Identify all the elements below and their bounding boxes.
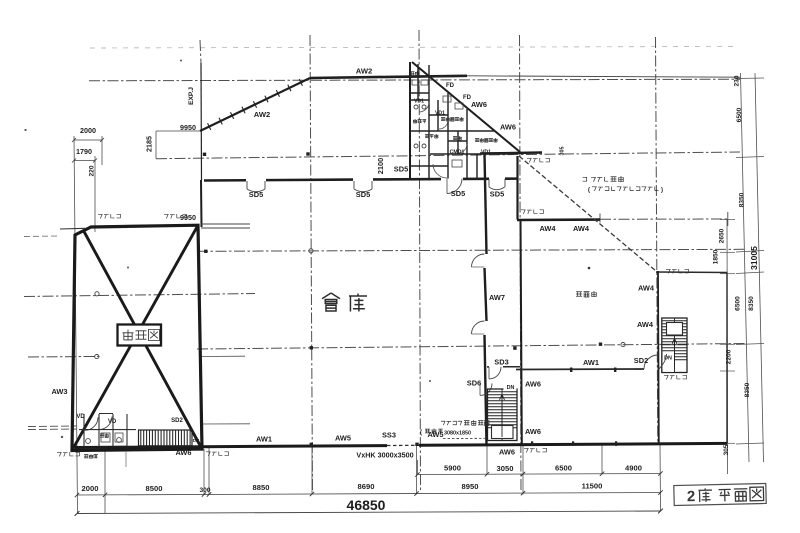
svg-text:230: 230 [734, 75, 741, 86]
svg-text:6500: 6500 [735, 296, 742, 311]
svg-text:SD5: SD5 [249, 190, 263, 199]
svg-text:2000: 2000 [80, 126, 96, 135]
svg-text:1850: 1850 [713, 249, 720, 264]
svg-text:2000: 2000 [82, 484, 99, 493]
svg-text:2200: 2200 [726, 349, 733, 364]
svg-text:AW1: AW1 [583, 358, 599, 367]
svg-text:DN: DN [664, 356, 672, 362]
svg-text:3050: 3050 [497, 464, 514, 473]
svg-text:AW4: AW4 [573, 224, 590, 233]
svg-text:AW4: AW4 [637, 320, 654, 329]
svg-text:DN: DN [507, 385, 515, 391]
svg-text:5900: 5900 [444, 464, 461, 473]
svg-text:300: 300 [199, 487, 210, 494]
svg-text:AW6: AW6 [525, 427, 541, 436]
svg-text:FD: FD [463, 95, 472, 101]
svg-text:2650: 2650 [719, 228, 726, 243]
svg-text:AW6: AW6 [175, 448, 191, 457]
svg-text:AW6: AW6 [500, 123, 516, 132]
svg-text:SD5: SD5 [394, 165, 408, 174]
svg-text:2: 2 [687, 488, 696, 505]
svg-text:VxHK 3000x3500: VxHK 3000x3500 [356, 451, 413, 460]
svg-text:AW6: AW6 [499, 448, 515, 457]
svg-text:AW3: AW3 [51, 387, 67, 396]
svg-text:1790: 1790 [76, 147, 92, 156]
svg-text:9950: 9950 [180, 123, 196, 132]
svg-text:): ) [661, 188, 663, 194]
svg-text:AW5: AW5 [427, 430, 443, 439]
svg-text:SD5: SD5 [356, 190, 370, 199]
svg-text:SS3: SS3 [382, 431, 396, 440]
svg-text:VD1: VD1 [481, 150, 491, 156]
svg-text:FD: FD [446, 83, 455, 89]
svg-text:AW2: AW2 [356, 67, 372, 76]
svg-text:220: 220 [89, 165, 96, 176]
svg-text:EXP.J: EXP.J [188, 87, 195, 105]
svg-text:SD3: SD3 [494, 358, 508, 367]
svg-text:VD: VD [108, 419, 117, 425]
svg-text:(: ( [588, 188, 590, 194]
svg-text:AW4: AW4 [638, 284, 655, 293]
svg-text:9950: 9950 [180, 213, 196, 222]
svg-text:6500: 6500 [736, 107, 743, 122]
svg-text:2100: 2100 [376, 158, 385, 174]
svg-text:SD6: SD6 [467, 379, 481, 388]
svg-text:VD: VD [76, 414, 85, 420]
svg-text:305: 305 [560, 147, 566, 156]
svg-text:8500: 8500 [146, 484, 163, 493]
svg-text:AW2: AW2 [254, 110, 270, 119]
svg-text:3080x1850: 3080x1850 [444, 431, 471, 437]
svg-text:AW7: AW7 [489, 293, 505, 302]
svg-text:31005: 31005 [749, 246, 759, 270]
svg-text:DN: DN [193, 438, 200, 443]
svg-text:SD2: SD2 [171, 418, 183, 424]
svg-text:2185: 2185 [145, 136, 154, 152]
svg-text:AW5: AW5 [335, 434, 351, 443]
svg-text:8350: 8350 [744, 382, 751, 397]
svg-text:8690: 8690 [358, 482, 375, 491]
svg-text:SD5: SD5 [451, 189, 465, 198]
svg-text:AW6: AW6 [471, 100, 487, 109]
svg-text:4900: 4900 [625, 464, 642, 473]
svg-text:AW1: AW1 [256, 435, 272, 444]
svg-text:8350: 8350 [739, 192, 746, 207]
svg-text:AW6: AW6 [525, 380, 541, 389]
svg-text:6500: 6500 [555, 464, 572, 473]
svg-text:SD5: SD5 [490, 190, 504, 199]
svg-text:SD2: SD2 [634, 356, 648, 365]
svg-text:305: 305 [723, 444, 730, 455]
svg-text:AW4: AW4 [539, 224, 556, 233]
svg-text:(: ( [420, 430, 422, 436]
svg-text:VD1: VD1 [414, 99, 424, 105]
svg-text:46850: 46850 [347, 497, 386, 513]
svg-text:VD1: VD1 [435, 111, 445, 117]
svg-text:CMD1: CMD1 [450, 150, 465, 156]
svg-text:8950: 8950 [462, 482, 479, 491]
svg-text:8350: 8350 [748, 296, 755, 311]
svg-text:11500: 11500 [582, 482, 603, 491]
svg-text:8850: 8850 [253, 483, 270, 492]
